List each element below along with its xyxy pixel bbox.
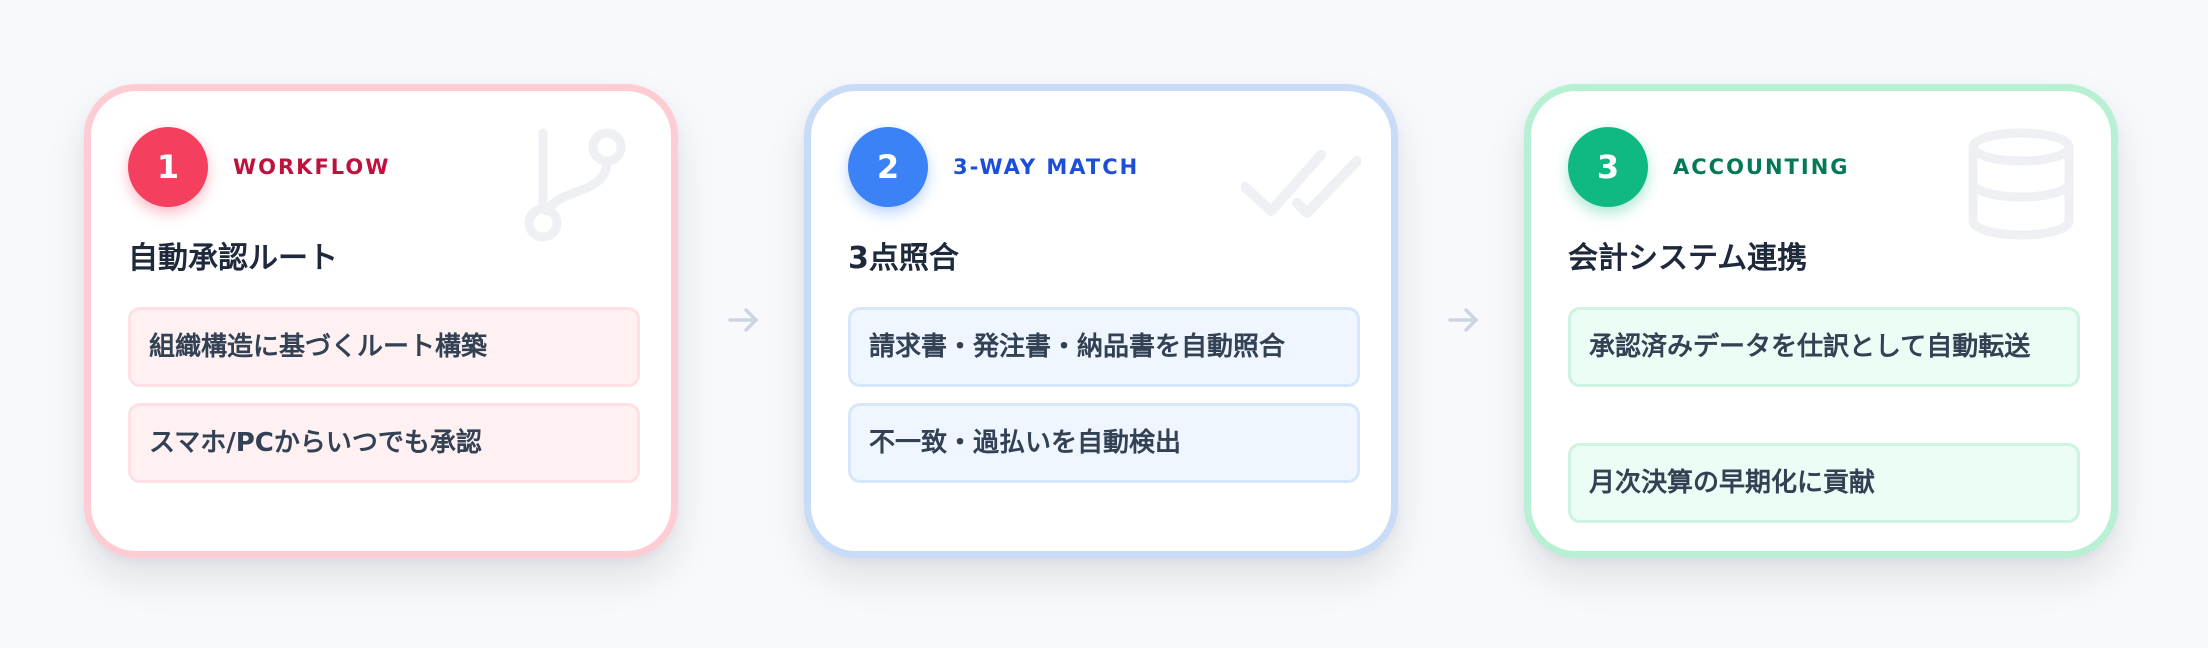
feature-item: スマホ/PCからいつでも承認 xyxy=(128,403,640,483)
step-title: 3点照合 xyxy=(848,241,959,276)
step-title: 自動承認ルート xyxy=(128,241,338,276)
step-tag: ACCOUNTING xyxy=(1673,155,1850,179)
step-number: 1 xyxy=(128,127,208,207)
feature-item: 月次決算の早期化に貢献 xyxy=(1568,443,2080,523)
feature-item: 承認済みデータを仕訳として自動転送 xyxy=(1568,307,2080,387)
step-tag: WORKFLOW xyxy=(233,155,391,179)
step-number: 2 xyxy=(848,127,928,207)
step-number: 3 xyxy=(1568,127,1648,207)
database-icon xyxy=(1968,128,2074,240)
feature-item: 組織構造に基づくルート構築 xyxy=(128,307,640,387)
git-branch-icon xyxy=(524,128,626,242)
step-card-workflow: 1 WORKFLOW 自動承認ルート 組織構造に基づくルート構築 スマホ/PCか… xyxy=(84,84,678,558)
feature-item: 請求書・発注書・納品書を自動照合 xyxy=(848,307,1360,387)
step-card-accounting: 3 ACCOUNTING 会計システム連携 承認済みデータを仕訳として自動転送 … xyxy=(1524,84,2118,558)
step-title: 会計システム連携 xyxy=(1568,241,1808,276)
arrow-right-icon xyxy=(728,308,758,332)
arrow-right-icon xyxy=(1448,308,1478,332)
double-check-icon xyxy=(1241,150,1361,218)
step-card-3-way-match: 2 3-WAY MATCH 3点照合 請求書・発注書・納品書を自動照合 不一致・… xyxy=(804,84,1398,558)
step-tag: 3-WAY MATCH xyxy=(953,155,1140,179)
feature-item: 不一致・過払いを自動検出 xyxy=(848,403,1360,483)
